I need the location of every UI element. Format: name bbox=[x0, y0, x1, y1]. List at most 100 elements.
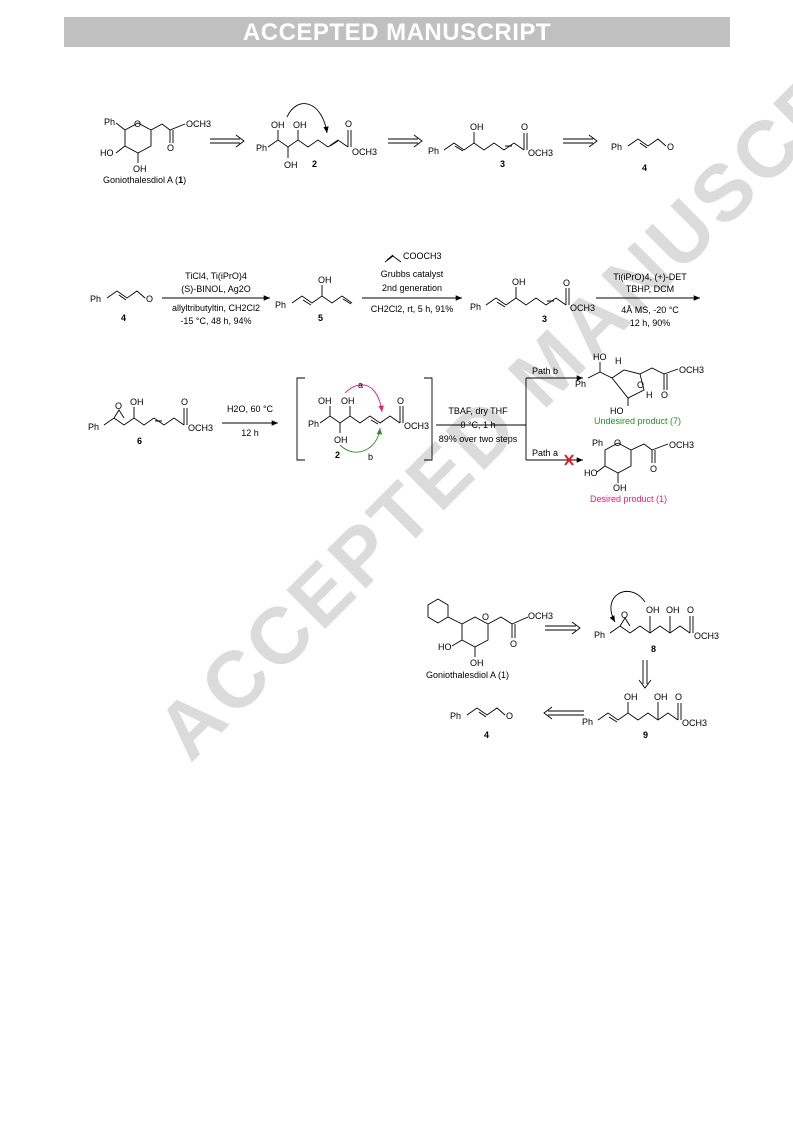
retro-arrow bbox=[388, 134, 423, 148]
step-2-conditions: COOCH3 Grubbs catalyst 2nd generation CH… bbox=[362, 251, 462, 314]
compound-number: 4 bbox=[121, 313, 126, 323]
o-label: O bbox=[521, 122, 528, 132]
ph-label: Ph bbox=[90, 294, 101, 304]
ph-label: Ph bbox=[575, 379, 586, 389]
och3-label: OCH3 bbox=[404, 421, 429, 431]
o-label: O bbox=[345, 119, 352, 129]
scheme-3: Ph O OH O OCH3 6 H2O, 60 °C 12 h a b Ph … bbox=[88, 352, 704, 504]
o-label: O bbox=[146, 294, 153, 304]
ho-label: HO bbox=[593, 352, 607, 362]
och3-label: OCH3 bbox=[694, 631, 719, 641]
condition-text: 12 h, 90% bbox=[630, 318, 671, 328]
oh-label: OH bbox=[334, 435, 348, 445]
och3-label: OCH3 bbox=[570, 303, 595, 313]
hydrolysis-step: H2O, 60 °C 12 h bbox=[222, 404, 278, 438]
condition-text: (S)-BINOL, Ag2O bbox=[181, 284, 251, 294]
ho-label: HO bbox=[100, 148, 114, 158]
o-label: O bbox=[181, 397, 188, 407]
o-label: O bbox=[506, 711, 513, 721]
target-name: Goniothalesdiol A (1) bbox=[103, 175, 186, 185]
carbonyl-o-label: O bbox=[167, 143, 174, 153]
condition-text: H2O, 60 °C bbox=[227, 404, 274, 414]
condition-text: 0 °C, 1 h bbox=[460, 420, 495, 430]
och3-label: OCH3 bbox=[669, 440, 694, 450]
compound-number: 4 bbox=[484, 730, 489, 740]
oh-label: OH bbox=[341, 396, 355, 406]
condition-text: TBAF, dry THF bbox=[448, 406, 508, 416]
path-a-label: Path a bbox=[532, 448, 558, 458]
oh-label: OH bbox=[512, 277, 526, 287]
compound-number: 3 bbox=[542, 314, 547, 324]
compound-4-structure: Ph O 4 bbox=[611, 138, 674, 173]
ho-label: HO bbox=[584, 468, 598, 478]
goniothalesdiol-structure: O OCH3 O HO OH Goniothalesdiol A (1) bbox=[426, 598, 553, 680]
ho-label: HO bbox=[438, 642, 452, 652]
goniothalesdiol-structure: Ph O OCH3 O HO OH Goniothalesdiol A (1) bbox=[100, 117, 211, 185]
och3-label: OCH3 bbox=[682, 718, 707, 728]
retro-arrow bbox=[563, 134, 598, 148]
och3-label: OCH3 bbox=[352, 147, 377, 157]
oh-label: OH bbox=[318, 275, 332, 285]
ph-label: Ph bbox=[594, 630, 605, 640]
oh-label: OH bbox=[284, 160, 298, 170]
path-b-label: Path b bbox=[532, 366, 558, 376]
oh-label: OH bbox=[624, 692, 638, 702]
oh-label: OH bbox=[613, 483, 627, 493]
path-b-arrow-label: b bbox=[368, 452, 373, 462]
compound-4-structure: Ph O 4 bbox=[90, 290, 153, 323]
och3-label: OCH3 bbox=[186, 119, 211, 129]
compound-4-structure: Ph O 4 bbox=[450, 707, 513, 740]
condition-text: CH2Cl2, rt, 5 h, 91% bbox=[371, 304, 454, 314]
desired-product-caption: Desired product (1) bbox=[590, 494, 667, 504]
oh-label: OH bbox=[133, 164, 147, 174]
ph-label: Ph bbox=[104, 117, 115, 127]
compound-6-structure: Ph O OH O OCH3 6 bbox=[88, 397, 213, 446]
och3-label: OCH3 bbox=[528, 148, 553, 158]
o-label: O bbox=[650, 464, 657, 474]
ph-label: Ph bbox=[470, 302, 481, 312]
ph-label: Ph bbox=[88, 422, 99, 432]
step-3-conditions: Ti(iPrO)4, (+)-DET TBHP, DCM 4Å MS, -20 … bbox=[596, 272, 700, 328]
ring-o-label: O bbox=[482, 612, 489, 622]
ring-o-label: O bbox=[614, 438, 621, 448]
oh-label: OH bbox=[130, 397, 144, 407]
o-label: O bbox=[397, 396, 404, 406]
oh-label: OH bbox=[293, 120, 307, 130]
h-label: H bbox=[615, 356, 622, 366]
och3-label: OCH3 bbox=[188, 423, 213, 433]
ph-label: Ph bbox=[611, 142, 622, 152]
undesired-product-structure: HO H Ph O H O OCH3 HO Undesired product … bbox=[575, 352, 704, 426]
target-name: Goniothalesdiol A (1) bbox=[426, 670, 509, 680]
oh-label: OH bbox=[470, 122, 484, 132]
ph-label: Ph bbox=[450, 711, 461, 721]
o-label: O bbox=[667, 142, 674, 152]
ph-label: Ph bbox=[582, 717, 593, 727]
o-label: O bbox=[661, 390, 668, 400]
condition-text: 12 h bbox=[241, 428, 259, 438]
compound-3-structure: Ph OH O OCH3 3 bbox=[428, 122, 553, 169]
ho-label: HO bbox=[610, 406, 624, 416]
oh-label: OH bbox=[654, 692, 668, 702]
compound-number: 5 bbox=[318, 313, 323, 323]
ph-label: Ph bbox=[308, 419, 319, 429]
cyclization-step: TBAF, dry THF 0 °C, 1 h 89% over two ste… bbox=[436, 366, 583, 466]
compound-9-structure: Ph OH OH O OCH3 9 bbox=[582, 692, 707, 740]
h-label: H bbox=[646, 390, 653, 400]
retro-arrow bbox=[210, 134, 245, 148]
o-label: O bbox=[563, 278, 570, 288]
path-a-arrow-label: a bbox=[358, 380, 363, 390]
condition-text: 2nd generation bbox=[382, 283, 442, 293]
och3-label: OCH3 bbox=[679, 365, 704, 375]
reagent-text: COOCH3 bbox=[403, 251, 442, 261]
undesired-product-caption: Undesired product (7) bbox=[594, 416, 681, 426]
compound-number: 2 bbox=[312, 159, 317, 169]
compound-5-structure: Ph OH 5 bbox=[275, 275, 353, 323]
ph-label: Ph bbox=[256, 143, 267, 153]
compound-number: 4 bbox=[642, 163, 647, 173]
oh-label: OH bbox=[271, 120, 285, 130]
accepted-manuscript-banner: ACCEPTED MANUSCRIPT bbox=[64, 17, 730, 47]
ph-label: Ph bbox=[275, 300, 286, 310]
oh-label: OH bbox=[646, 605, 660, 615]
o-label: O bbox=[510, 639, 517, 649]
